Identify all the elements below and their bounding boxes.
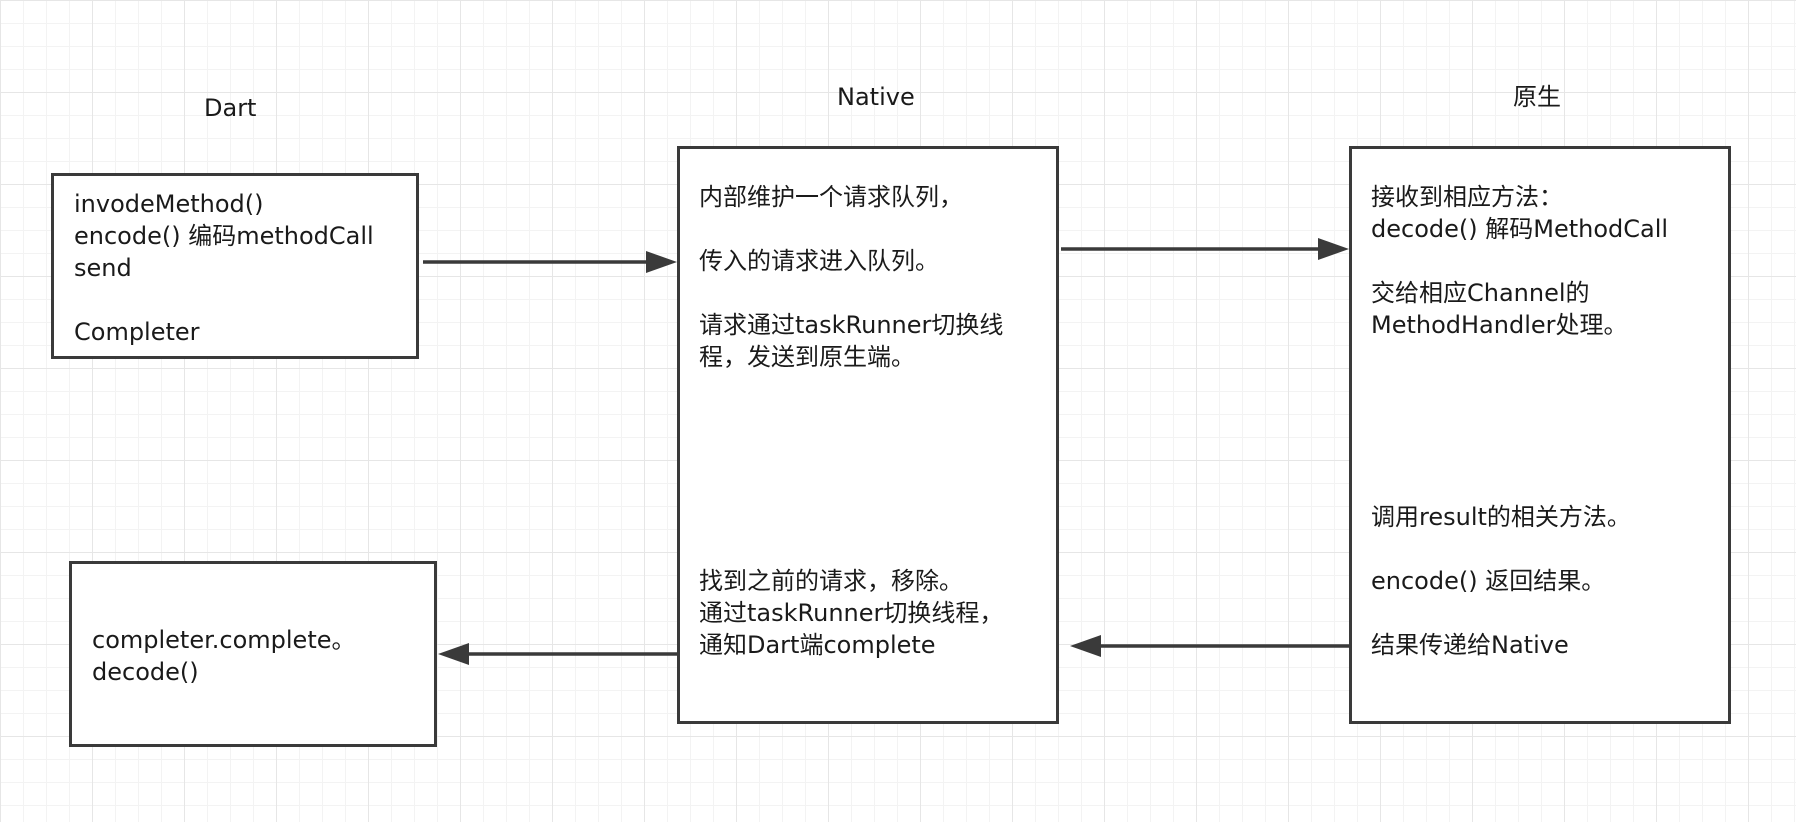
text-line: encode() 编码methodCall	[74, 222, 374, 250]
arrow-native-to-original	[1061, 238, 1349, 260]
text-line: invodeMethod()	[74, 190, 264, 218]
arrow-native-to-dart	[438, 643, 677, 665]
text-line: 接收到相应方法：	[1371, 183, 1563, 211]
text-line: 调用result的相关方法。	[1371, 503, 1631, 531]
arrow-dart-to-native	[423, 251, 677, 273]
original-top-text: 接收到相应方法： decode() 解码MethodCall 交给相应Chann…	[1371, 181, 1668, 341]
text-line: 内部维护一个请求队列，	[699, 183, 963, 211]
text-line: 请求通过taskRunner切换线	[699, 311, 1004, 339]
text-line: Completer	[74, 318, 200, 346]
native-top-text: 内部维护一个请求队列， 传入的请求进入队列。 请求通过taskRunner切换线…	[699, 181, 1003, 373]
text-line: decode() 解码MethodCall	[1371, 215, 1669, 243]
original-column-title: 原生	[1513, 83, 1561, 111]
original-box: 接收到相应方法： decode() 解码MethodCall 交给相应Chann…	[1349, 146, 1731, 724]
arrow-original-to-native	[1070, 635, 1349, 657]
text-line: MethodHandler处理。	[1371, 311, 1628, 339]
native-box: 内部维护一个请求队列， 传入的请求进入队列。 请求通过taskRunner切换线…	[677, 146, 1059, 724]
text-line: 找到之前的请求，移除。	[699, 567, 963, 595]
text-line: 通知Dart端complete	[699, 631, 936, 659]
text-line: send	[74, 254, 132, 282]
original-bottom-text: 调用result的相关方法。 encode() 返回结果。 结果传递给Nativ…	[1371, 501, 1631, 661]
text-line: encode() 返回结果。	[1371, 567, 1606, 595]
text-line: 传入的请求进入队列。	[699, 247, 939, 275]
dart-invoke-text: invodeMethod() encode() 编码methodCall sen…	[74, 188, 374, 348]
native-bottom-text: 找到之前的请求，移除。 通过taskRunner切换线程， 通知Dart端com…	[699, 565, 1003, 661]
text-line: 交给相应Channel的	[1371, 279, 1590, 307]
text-line: 通过taskRunner切换线程，	[699, 599, 1004, 627]
dart-complete-box: completer.complete。 decode()	[69, 561, 437, 747]
text-line: completer.complete。	[92, 626, 356, 654]
text-line: 结果传递给Native	[1371, 631, 1569, 659]
text-line: 程，发送到原生端。	[699, 343, 915, 371]
dart-complete-text: completer.complete。 decode()	[92, 624, 356, 688]
native-column-title: Native	[837, 83, 915, 111]
dart-invoke-box: invodeMethod() encode() 编码methodCall sen…	[51, 173, 419, 359]
dart-column-title: Dart	[204, 94, 257, 122]
text-line: decode()	[92, 658, 199, 686]
